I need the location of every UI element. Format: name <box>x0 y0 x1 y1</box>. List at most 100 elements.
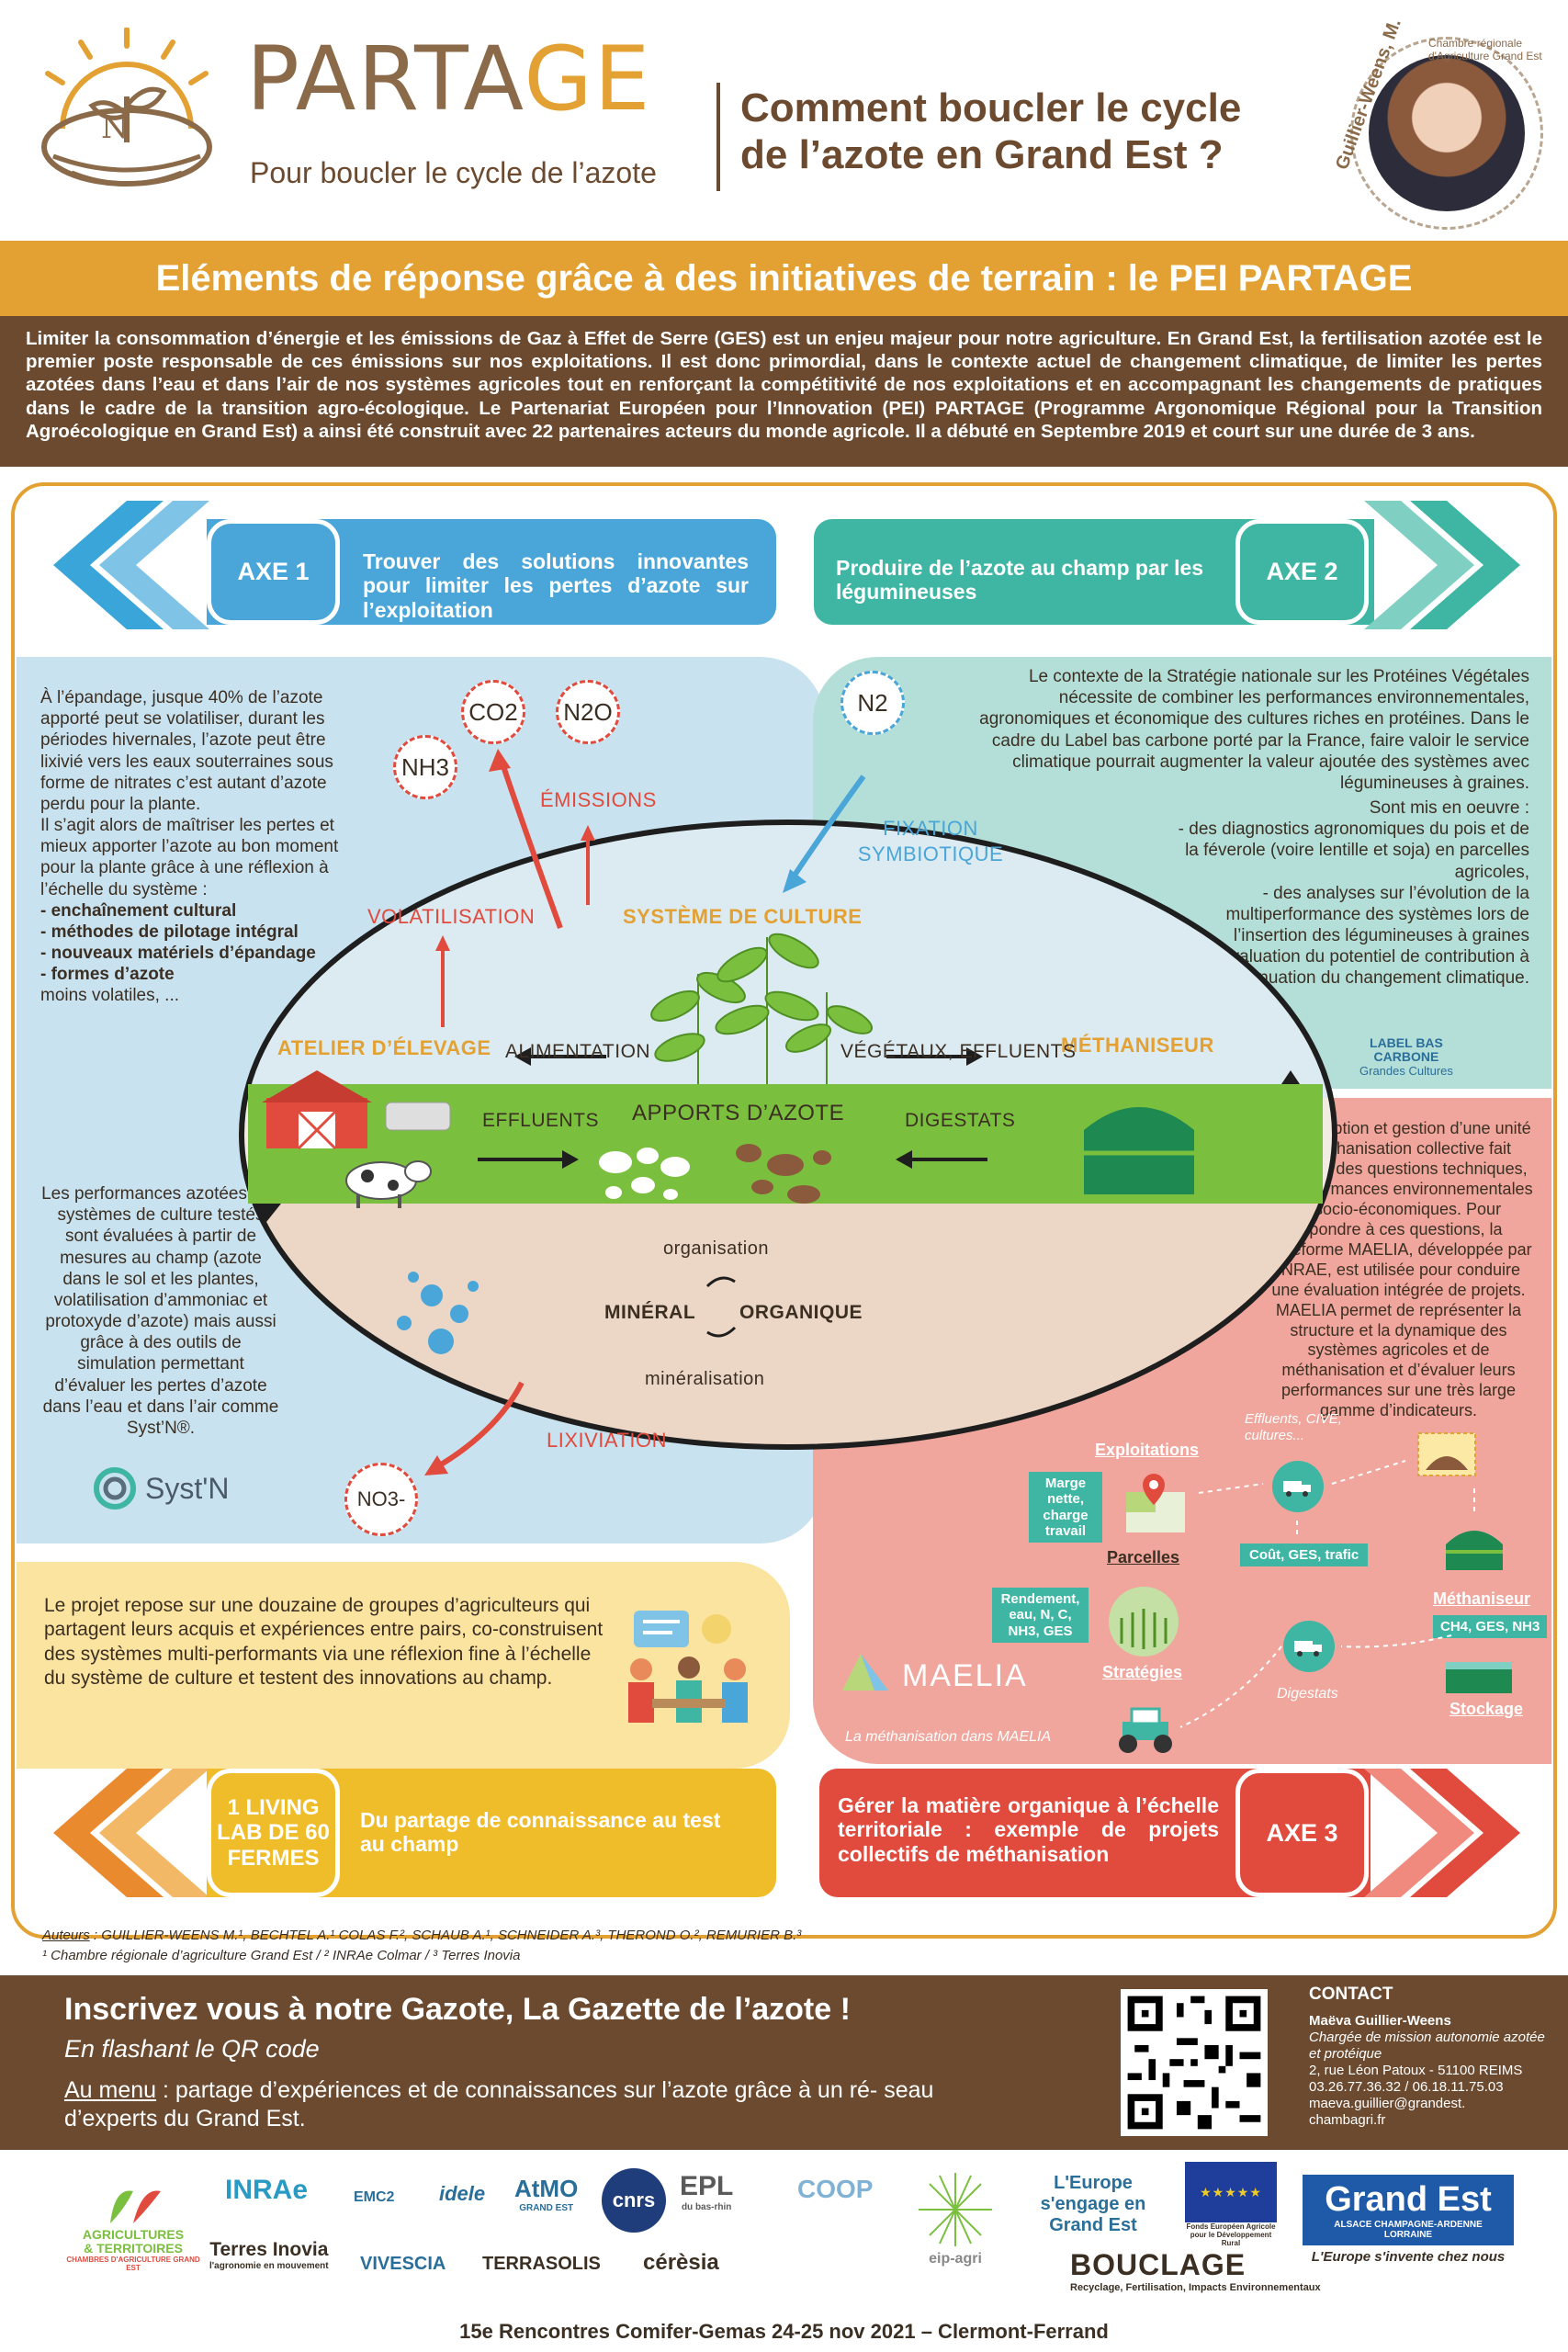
maelia-cout-box: Coût, GES, trafic <box>1240 1544 1369 1566</box>
contact-web[interactable]: chambagri.fr <box>1309 2111 1386 2128</box>
label-logo-line3: Grandes Cultures <box>1359 1063 1453 1078</box>
axe2-label: AXE 2 <box>1266 558 1338 585</box>
left-list-1: - enchaînement cultural <box>40 900 237 921</box>
map-pin-icon <box>1126 1474 1185 1532</box>
label-emissions: ÉMISSIONS <box>540 788 657 811</box>
authors-label: Auteurs <box>42 1928 90 1943</box>
logo-ceresia: cérèsia <box>643 2250 719 2275</box>
groups-panel <box>17 1562 790 1769</box>
maelia-parcelles: Parcelles <box>1107 1548 1180 1566</box>
systn-logo: Syst'N <box>92 1465 229 1511</box>
maelia-strategies: Stratégies <box>1102 1663 1183 1681</box>
footer-menu: Au menu : partage d’expériences et de co… <box>64 2076 1029 2134</box>
left-p2: Il s’agit alors de maîtriser les pertes … <box>40 816 339 899</box>
axe2-text: Produire de l’azote au champ par les lég… <box>836 556 1204 605</box>
authors-line-2: ¹ Chambre régionale d’agriculture Grand … <box>42 1948 521 1963</box>
living-lab-label-box: 1 LIVING LAB DE 60 FERMES <box>207 1769 340 1897</box>
nh3-icon: NH3 <box>393 735 457 799</box>
axe1-label: AXE 1 <box>237 558 310 585</box>
label-methaniseur: MÉTHANISEUR <box>1061 1034 1214 1057</box>
logo-agri-line1: AGRICULTURES <box>82 2227 185 2242</box>
label-effluents: EFFLUENTS <box>482 1110 600 1131</box>
logo-coop: COOP <box>797 2175 874 2203</box>
brand-title: PARTAGE <box>246 28 652 130</box>
bottom-line: 15e Rencontres Comifer-Gemas 24-25 nov 2… <box>0 2320 1568 2344</box>
no3-icon: NO3- <box>344 1463 418 1536</box>
authors-names: : GUILLIER-WEENS M.¹, BECHTEL A.¹ COLAS … <box>89 1928 802 1943</box>
footer-subtitle: En flashant le QR code <box>64 2035 320 2063</box>
logo-inrae: INRAe <box>225 2175 309 2205</box>
contact-block: CONTACT Maëva Guillier-Weens Chargée de … <box>1309 1984 1552 2129</box>
logo-eip-agri: eip-agri <box>905 2168 1006 2267</box>
intro-band: Limiter la consommation d’énergie et les… <box>0 316 1568 467</box>
maelia-schema: Effluents, CIVE, cultures... Exploitatio… <box>827 1406 1552 1764</box>
left-list-2: - méthodes de pilotage intégral <box>40 922 299 942</box>
logo-grandest-motto: L'Europe s'invente chez nous <box>1311 2249 1506 2265</box>
logo-bouclage: BOUCLAGE Recyclage, Fertilisation, Impac… <box>1070 2248 1321 2293</box>
logo-vivescia: VIVESCIA <box>360 2254 446 2274</box>
banner-title: Eléments de réponse grâce à des initiati… <box>155 257 1413 299</box>
logo-grandest-text: Grand Est <box>1325 2180 1492 2219</box>
footer-title: Inscrivez vous à notre Gazote, La Gazett… <box>64 1992 851 2027</box>
footer-band <box>0 1975 1568 2150</box>
svg-text:N: N <box>101 109 129 146</box>
header: N PARTAGE Pour boucler le cycle de l’azo… <box>0 0 1568 230</box>
maelia-exploitations: Exploitations <box>1095 1441 1200 1459</box>
living-lab-chevron <box>53 1769 209 1897</box>
logo-emc2: EMC2 <box>354 2189 395 2205</box>
label-logo-line2: CARBONE <box>1373 1049 1439 1065</box>
authors-line-1: Auteurs : GUILLIER-WEENS M.¹, BECHTEL A.… <box>42 1928 801 1943</box>
logo-atmo: AtMO GRAND EST <box>514 2175 578 2213</box>
farmers-group-icon <box>628 1611 748 1723</box>
barn-icon <box>262 1070 451 1150</box>
methaniseur-small-icon <box>1446 1531 1503 1570</box>
logo-agri-line3: CHAMBRES D'AGRICULTURE GRAND EST <box>66 2255 200 2272</box>
left-p1: À l’épandage, jusque 40% de l’azote appo… <box>40 688 333 814</box>
maelia-emissions-box: CH4, GES, NH3 <box>1433 1615 1548 1638</box>
main-frame <box>11 482 1557 1939</box>
maelia-methaniseur: Méthaniseur <box>1433 1589 1531 1608</box>
intro-text: Limiter la consommation d’énergie et les… <box>26 328 1542 442</box>
axe3-label: AXE 3 <box>1266 1818 1338 1847</box>
n2o-icon: N2O <box>556 680 620 744</box>
maelia-logo-icon <box>842 1654 888 1690</box>
axe1-text: Trouver des solutions innovantes pour li… <box>363 549 749 622</box>
qr-code[interactable] <box>1121 1989 1268 2136</box>
crop-field-icon <box>1109 1587 1179 1657</box>
contact-address: 2, rue Léon Patoux - 51100 REIMS <box>1309 2062 1523 2078</box>
label-vegetaux: VÉGÉTAUX, EFFLUENTS <box>840 1041 1077 1062</box>
living-lab-text: Du partage de connaissance au test au ch… <box>360 1808 721 1857</box>
maelia-emissions: CH4, GES, NH3 <box>1440 1619 1540 1634</box>
axe2-label-box: AXE 2 <box>1235 519 1369 625</box>
contact-name: Maëva Guillier-Weens <box>1309 2012 1451 2029</box>
living-lab-label: 1 LIVING LAB DE 60 FERMES <box>217 1794 330 1871</box>
logo-terres-text: Terres Inovia <box>209 2239 329 2260</box>
logo-europe-engage: L'Europe s'engage en Grand Est <box>1040 2173 1146 2235</box>
label-apports: APPORTS D’AZOTE <box>632 1101 845 1125</box>
author-badge-affiliation: Chambre régionale d'Agriculture Grand Es… <box>1428 37 1542 63</box>
contact-title: CONTACT <box>1309 1984 1393 2004</box>
label-mineral: MINÉRAL <box>604 1302 696 1323</box>
right-p2-item-2: - des analyses sur l’évolution de la mul… <box>1225 883 1529 946</box>
maelia-stockage: Stockage <box>1450 1700 1524 1718</box>
right-p2: Sont mis en oeuvre : - des diagnostics a… <box>1167 797 1529 989</box>
logo-eip-text: eip-agri <box>929 2251 982 2267</box>
logo-terrasolis: TERRASOLIS <box>482 2254 601 2274</box>
grand-est-box: Grand Est ALSACE CHAMPAGNE-ARDENNE LORRA… <box>1303 2175 1514 2245</box>
question-line-2: de l’azote en Grand Est ? <box>740 132 1224 178</box>
label-volatilisation: VOLATILISATION <box>367 905 536 928</box>
methaniseur-icon <box>1084 1107 1194 1194</box>
question-line-1: Comment boucler le cycle <box>740 85 1242 130</box>
systn-logo-icon <box>94 1467 136 1510</box>
label-organisation: organisation <box>663 1238 769 1259</box>
header-divider <box>716 83 720 191</box>
axe3-label-box: AXE 3 <box>1235 1769 1369 1897</box>
label-atelier: ATELIER D’ÉLEVAGE <box>277 1036 491 1059</box>
maelia-rendement: Rendement, eau, N, C, NH3, GES <box>1000 1591 1080 1639</box>
truck-digestat-icon <box>1283 1621 1335 1672</box>
label-organique: ORGANIQUE <box>739 1302 863 1323</box>
chambres-leaf-icon <box>110 2190 161 2223</box>
partage-logo-icon: N <box>41 28 212 187</box>
tractor-icon <box>1119 1707 1172 1753</box>
contact-email[interactable]: maeva.guillier@grandest. <box>1309 2095 1466 2111</box>
